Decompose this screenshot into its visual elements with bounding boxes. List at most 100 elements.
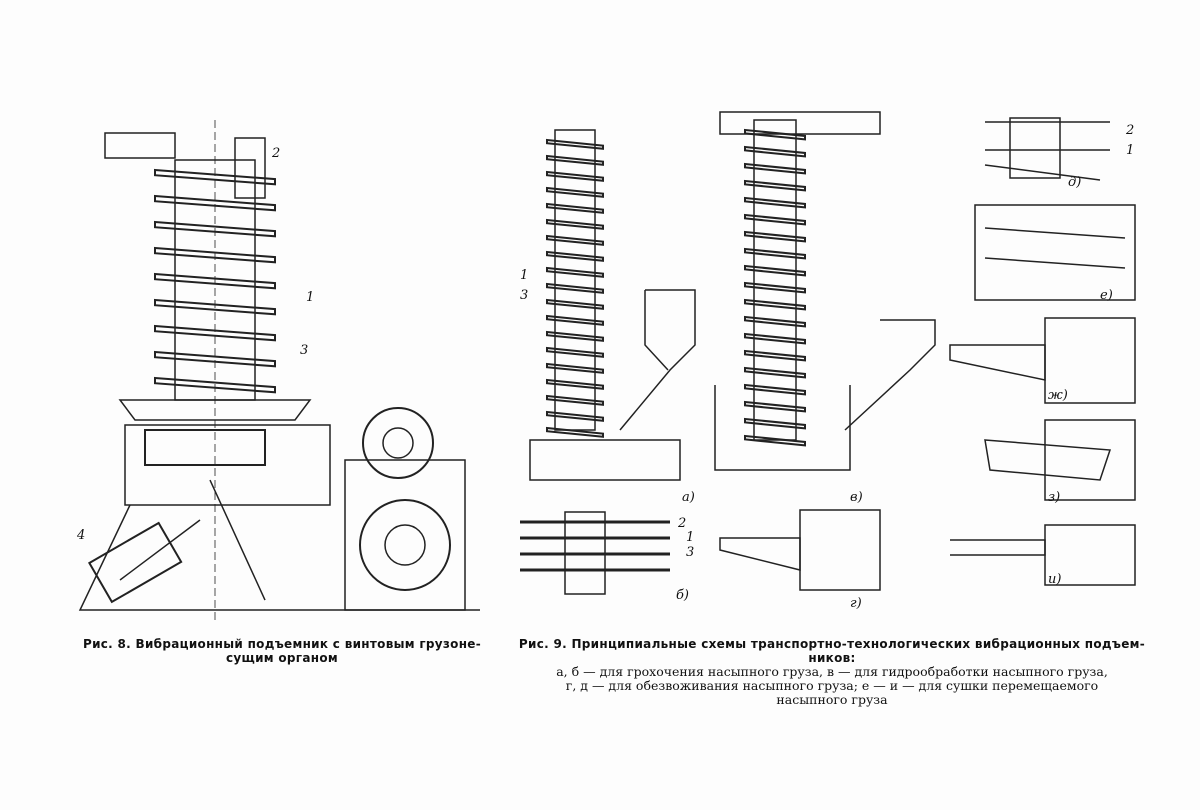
fig9zh-tray (949, 344, 1046, 381)
fig9i-tray (950, 539, 1046, 556)
fig8-motor-hub (384, 524, 426, 566)
fig9-legend-line1: а, б — для грохочения насыпного груза, в… (556, 664, 1108, 679)
fig8-top-drive (104, 132, 176, 159)
fig9a-label-3: 3 (520, 288, 529, 303)
fig8-pulley-hub (382, 427, 414, 459)
fig8-label-2: 2 (272, 146, 281, 161)
fig9z-tray (984, 439, 1112, 481)
fig9v-helix-core (753, 119, 797, 441)
fig9-caption-line2: ников: (808, 651, 856, 665)
fig8-tray (118, 399, 312, 421)
fig9v-helix-turn (744, 179, 806, 192)
fig9a-helix-turn (546, 202, 604, 214)
fig9v-helix-turn (744, 145, 806, 158)
panel-label-a: а) (682, 490, 695, 505)
fig9a-helix-turn (546, 138, 604, 150)
fig9g-core (799, 509, 881, 591)
panel-label-g: г) (850, 596, 862, 611)
fig9v-helix-turn (744, 400, 806, 413)
fig8-vibrator (87, 521, 183, 604)
fig8-helix-turn (154, 298, 276, 316)
panel-label-zh: ж) (1048, 388, 1068, 403)
fig9a-helix-turn (546, 170, 604, 182)
fig8-helix-turn (154, 350, 276, 368)
fig9b-core (564, 511, 606, 595)
fig9v-helix-turn (744, 162, 806, 175)
fig9a-helix-turn (546, 410, 604, 422)
fig9-legend-line2: г, д — для обезвоживания насыпного груза… (565, 678, 1099, 693)
fig9v-helix-turn (744, 417, 806, 430)
fig9a-helix-turn (546, 378, 604, 390)
fig9a-helix-turn (546, 186, 604, 198)
fig9b-label-1: 1 (686, 530, 695, 545)
fig9a-helix-turn (546, 250, 604, 262)
fig9v-hopper (844, 319, 936, 431)
fig9a-base (529, 439, 681, 481)
fig9d-label-2: 2 (1126, 123, 1135, 138)
fig8-base (78, 504, 480, 611)
fig9a-helix-turn (546, 426, 604, 438)
panel-label-e: е) (1100, 288, 1113, 303)
fig9v-drive (719, 111, 881, 135)
panel-label-b: б) (676, 588, 690, 603)
fig9g-tray (719, 537, 801, 571)
fig9b-label-3: 3 (686, 545, 695, 560)
fig8-frame (124, 424, 331, 506)
fig8-helix-turn (154, 220, 276, 238)
fig8-helix-turn (154, 272, 276, 290)
fig8-shaft-housing (144, 429, 266, 466)
fig9a-hopper (619, 289, 696, 431)
fig9a-helix-turn (546, 394, 604, 406)
fig8-caption-line2: сущим органом (225, 651, 339, 665)
fig9a-helix-turn (546, 314, 604, 326)
fig9v-helix-turn (744, 281, 806, 294)
fig9v-helix-turn (744, 383, 806, 396)
fig9-caption: Рис. 9. Принципиальные схемы транспортно… (502, 637, 1162, 707)
fig9v-helix-turn (744, 230, 806, 243)
fig8-linkage (119, 479, 266, 601)
fig9v-helix-turn (744, 247, 806, 260)
fig9v-helix-turn (744, 434, 806, 447)
fig9a-helix-turn (546, 218, 604, 230)
fig9a-helix-turn (546, 266, 604, 278)
fig9a-helix-turn (546, 282, 604, 294)
fig8-label-3: 3 (300, 343, 309, 358)
fig8-motor-frame (344, 459, 466, 611)
fig9a-label-1: 1 (520, 268, 529, 283)
fig9a-helix-turn (546, 330, 604, 342)
fig9e-trays (984, 227, 1126, 269)
panel-label-v: в) (850, 490, 863, 505)
fig8-label-4: 4 (77, 528, 86, 543)
fig8-helix-turn (154, 324, 276, 342)
panel-label-d: д) (1068, 175, 1082, 190)
fig9-legend-line3: насыпного груза (776, 692, 888, 707)
fig9z-core (1044, 419, 1136, 501)
panel-label-z: з) (1048, 490, 1061, 505)
fig9v-tank (714, 385, 851, 471)
fig9v-helix-turn (744, 332, 806, 345)
fig8-label-1: 1 (306, 290, 315, 305)
fig8-top-bracket (234, 137, 266, 199)
fig9a-helix-turn (546, 154, 604, 166)
fig8-motor-pulley (359, 499, 451, 591)
fig8-caption-line1: Рис. 8. Вибрационный подъемник с винтовы… (82, 637, 482, 651)
fig9b-label-2: 2 (678, 516, 687, 531)
fig8-pulley-top (362, 407, 434, 479)
fig9a-helix-turn (546, 234, 604, 246)
fig9v-helix-turn (744, 196, 806, 209)
fig9v-helix-turn (744, 349, 806, 362)
fig9d-core (1009, 117, 1061, 179)
fig9v-helix-turn (744, 264, 806, 277)
fig8-helix-turn (154, 194, 276, 212)
fig9v-helix-turn (744, 298, 806, 311)
fig9v-helix-turn (744, 315, 806, 328)
fig9v-helix-turn (744, 213, 806, 226)
fig9a-helix-turn (546, 346, 604, 358)
panel-label-i: и) (1048, 572, 1062, 587)
fig9d-trays (984, 121, 1110, 181)
fig9d-label-1: 1 (1126, 143, 1135, 158)
fig9v-helix-turn (744, 366, 806, 379)
fig9a-helix-turn (546, 362, 604, 374)
